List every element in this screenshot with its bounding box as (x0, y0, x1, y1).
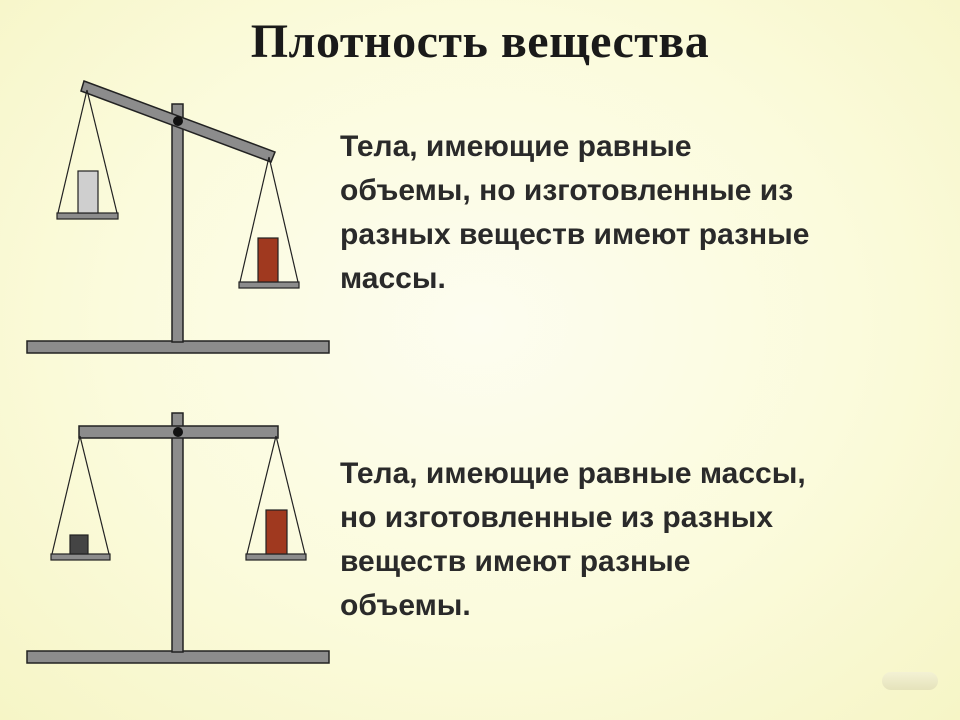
body-dark (69, 534, 89, 555)
caption-line: разных веществ имеют разные (340, 218, 810, 251)
caption-equal-volumes: Тела, имеющие равные объемы, но изготовл… (340, 125, 940, 301)
body-light (77, 170, 99, 214)
body-brown (257, 237, 279, 283)
caption-line: объемы. (340, 589, 471, 622)
scale-post (171, 412, 184, 653)
slide-title: Плотность вещества (250, 15, 710, 68)
caption-line: веществ имеют разные (340, 545, 691, 578)
caption-line: Тела, имеющие равные массы, (340, 457, 806, 490)
scale-pan-right (245, 553, 307, 561)
scale-post (171, 103, 184, 343)
slide-nav-icon[interactable] (882, 672, 938, 690)
caption-line: но изготовленные из разных (340, 501, 774, 534)
caption-line: Тела, имеющие равные (340, 130, 692, 163)
pivot-icon (173, 427, 183, 437)
caption-line: массы. (340, 262, 446, 295)
body-brown (265, 509, 288, 555)
scale-pan-left (50, 553, 111, 561)
caption-equal-masses: Тела, имеющие равные массы, но изготовле… (340, 452, 940, 628)
scale-base (26, 650, 330, 664)
pivot-icon (173, 116, 183, 126)
caption-line: объемы, но изготовленные из (340, 174, 794, 207)
